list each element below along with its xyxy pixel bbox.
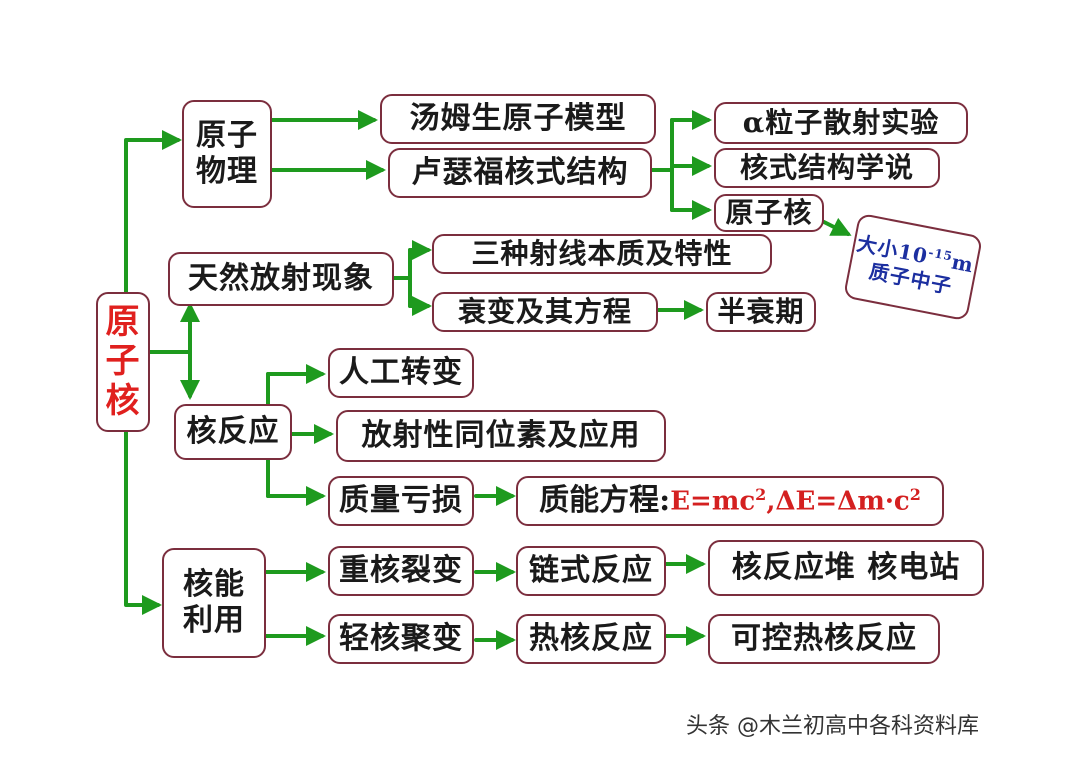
node-thermonuclear: 热核反应 [516, 614, 666, 664]
root-char-2: 子 [105, 341, 141, 382]
nuclear-energy-line-2: 利用 [183, 603, 245, 638]
node-mass-defect: 质量亏损 [328, 476, 474, 526]
watermark: 头条 @木兰初高中各科资料库 [686, 714, 979, 739]
mass-energy-formula: E=mc2,ΔE=Δm·c2 [670, 485, 921, 518]
root-trunk [124, 130, 182, 294]
node-mass-energy-equation: 质能方程: E=mc2,ΔE=Δm·c2 [516, 476, 944, 526]
node-fission: 重核裂变 [328, 546, 474, 596]
node-decay-equation: 衰变及其方程 [432, 292, 658, 332]
node-fusion: 轻核聚变 [328, 614, 474, 664]
node-natural-radioactivity: 天然放射现象 [168, 252, 394, 306]
radioactivity-brace [392, 248, 412, 308]
node-three-rays: 三种射线本质及特性 [432, 234, 772, 274]
formula-exponent-a: 2 [755, 484, 767, 504]
formula-exponent-b: 2 [909, 484, 921, 504]
node-atomic-physics: 原子 物理 [182, 100, 272, 208]
node-nuclear-energy: 核能 利用 [162, 548, 266, 658]
atomic-physics-line-2: 物理 [196, 154, 258, 189]
node-artificial-transmutation: 人工转变 [328, 348, 474, 398]
link-nucleus-note [822, 217, 852, 236]
node-nucleus: 原子核 [714, 194, 824, 232]
root-char-1: 原 [105, 302, 141, 343]
node-thomson-model: 汤姆生原子模型 [380, 94, 656, 144]
node-reactor: 核反应堆 核电站 [708, 540, 984, 596]
node-radioisotopes: 放射性同位素及应用 [336, 410, 666, 462]
node-rutherford-model: 卢瑟福核式结构 [388, 148, 652, 198]
node-controlled-fusion: 可控热核反应 [708, 614, 940, 664]
node-nuclear-reaction: 核反应 [174, 404, 292, 460]
scale-exponent: -15 [927, 245, 955, 264]
node-half-life: 半衰期 [706, 292, 816, 332]
scale-unit: m [949, 249, 977, 278]
mass-energy-label: 质能方程: [539, 483, 671, 518]
root-node-nucleus: 原 子 核 [96, 292, 150, 432]
formula-part-b: ,ΔE=Δm·c [766, 486, 910, 517]
node-chain-reaction: 链式反应 [516, 546, 666, 596]
atomic-physics-line-1: 原子 [196, 118, 258, 153]
node-alpha-scattering: α粒子散射实验 [714, 102, 968, 144]
nuclear-energy-line-1: 核能 [183, 567, 245, 602]
root-trunk-lower [124, 430, 162, 615]
root-char-3: 核 [105, 380, 141, 421]
node-nuclear-theory: 核式结构学说 [714, 148, 940, 188]
formula-part-a: E=mc [670, 486, 756, 517]
